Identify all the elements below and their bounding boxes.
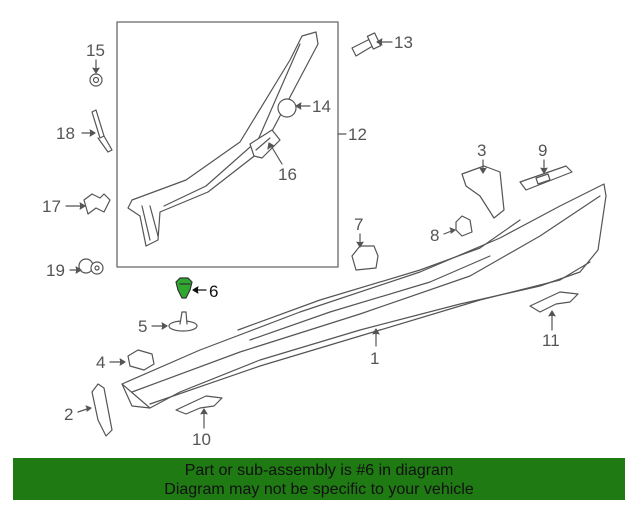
part-13-bolt (351, 32, 382, 57)
part-15-nut (89, 73, 103, 87)
leader-lines (65, 38, 556, 429)
part-17-clip (83, 193, 111, 215)
callout-16: 16 (278, 165, 297, 184)
part-7-bracket (351, 245, 379, 271)
callout-2: 2 (64, 405, 73, 424)
parts-diagram: 1 2 3 4 5 6 7 8 9 10 11 12 13 14 15 16 1… (42, 21, 607, 449)
part-5-fastener (168, 311, 198, 332)
callout-4: 4 (96, 353, 105, 372)
callout-17: 17 (42, 197, 61, 216)
callout-5: 5 (138, 317, 147, 336)
vehicle-notice-banner: Part or sub-assembly is #6 in diagram Di… (13, 458, 625, 500)
callout-7: 7 (354, 215, 363, 234)
callout-10: 10 (192, 430, 211, 449)
callout-13: 13 (394, 33, 413, 52)
callout-12: 12 (348, 125, 367, 144)
callout-1: 1 (370, 349, 379, 368)
callout-6: 6 (209, 282, 218, 301)
part-4-clip (127, 349, 155, 371)
callout-3: 3 (477, 141, 486, 160)
part-3-bracket (461, 165, 505, 219)
callout-11: 11 (542, 331, 560, 350)
notice-line-part: Part or sub-assembly is #6 in diagram (184, 462, 454, 479)
part-8-plug (455, 215, 473, 237)
callout-18: 18 (56, 124, 75, 143)
part-6-clip (175, 277, 193, 299)
part-16-clip (249, 129, 281, 159)
part-18-pin (91, 109, 113, 153)
callout-9: 9 (538, 141, 547, 160)
inset-frame (116, 21, 339, 268)
part-11-bracket (529, 291, 579, 313)
part-10-bracket (175, 395, 223, 415)
callout-labels: 1 2 3 4 5 6 7 8 9 10 11 12 13 14 15 16 1… (42, 33, 560, 449)
callout-15: 15 (86, 41, 105, 60)
part-2-endcap (91, 383, 113, 437)
notice-line-disclaimer: Diagram may not be specific to your vehi… (164, 481, 474, 498)
part-14-plug (277, 98, 297, 118)
callout-8: 8 (430, 226, 439, 245)
part-1-rocker-panel (121, 183, 607, 409)
callout-19: 19 (46, 261, 65, 280)
part-9-plate (519, 165, 573, 191)
part-19-grommet (78, 258, 104, 275)
pillar-trim (127, 31, 319, 247)
callout-14: 14 (312, 97, 331, 116)
